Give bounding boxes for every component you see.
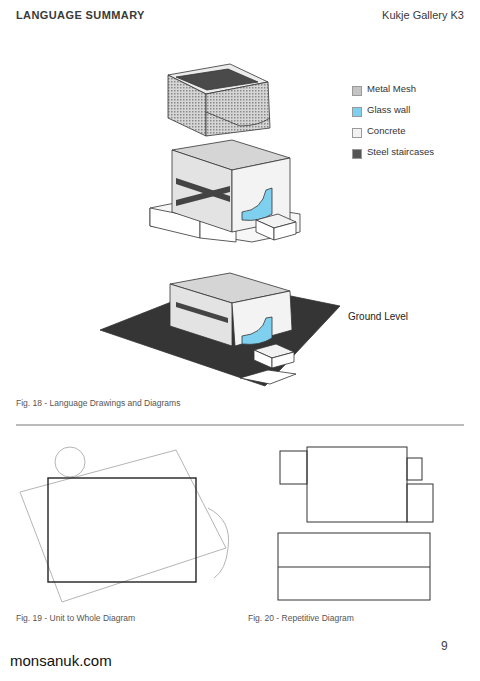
staircase-strut bbox=[176, 302, 228, 323]
repeat-rectangle bbox=[307, 447, 407, 522]
legend-label: Glass wall bbox=[367, 105, 410, 116]
repetitive-diagram bbox=[278, 447, 433, 600]
page-number: 9 bbox=[441, 640, 448, 654]
block-left-face bbox=[172, 150, 232, 232]
small-volume-face bbox=[274, 222, 296, 240]
legend-swatch bbox=[352, 128, 362, 138]
ground-level-assembly bbox=[100, 273, 340, 386]
figure-caption: Fig. 20 - Repetitive Diagram bbox=[248, 614, 354, 624]
block-right-face bbox=[232, 291, 292, 346]
mesh-right-face bbox=[206, 82, 270, 136]
divider-line bbox=[16, 425, 464, 426]
mesh-roof-piece bbox=[168, 64, 270, 136]
mesh-cut-line bbox=[206, 112, 270, 126]
glass-wall bbox=[242, 317, 272, 344]
concrete-below bbox=[240, 370, 296, 384]
mesh-left-face bbox=[168, 75, 206, 136]
curved-outline bbox=[208, 508, 229, 578]
circle-outline bbox=[55, 447, 85, 477]
unit-rectangle bbox=[48, 478, 196, 582]
legend-swatch bbox=[352, 86, 362, 96]
repeat-rectangle bbox=[407, 458, 422, 480]
watermark: monsanuk.com bbox=[10, 652, 112, 669]
glass-wall bbox=[242, 188, 272, 220]
repeat-rectangle bbox=[278, 533, 430, 600]
repeat-division bbox=[278, 567, 430, 568]
staircase-strut bbox=[176, 186, 230, 206]
small-volume-face bbox=[272, 352, 294, 368]
block-left-face bbox=[170, 284, 232, 346]
legend-label: Metal Mesh bbox=[367, 84, 416, 95]
legend-label: Concrete bbox=[367, 126, 406, 137]
small-volume-face bbox=[256, 220, 274, 240]
legend-label: Steel staircases bbox=[367, 147, 434, 158]
repeat-rectangle bbox=[280, 451, 307, 484]
page-heading: LANGUAGE SUMMARY bbox=[16, 9, 145, 22]
project-name: Kukje Gallery K3 bbox=[382, 9, 464, 22]
small-volume-face bbox=[254, 350, 272, 368]
rotated-outline bbox=[20, 450, 226, 602]
repeat-rectangle bbox=[407, 484, 433, 522]
figure-caption: Fig. 19 - Unit to Whole Diagram bbox=[16, 614, 135, 624]
legend-swatch bbox=[352, 149, 362, 159]
figure-caption: Fig. 18 - Language Drawings and Diagrams bbox=[16, 399, 180, 409]
building-block-middle bbox=[150, 140, 300, 242]
unit-to-whole-diagram bbox=[20, 447, 229, 602]
ground-level-label: Ground Level bbox=[346, 311, 410, 323]
legend-swatch bbox=[352, 107, 362, 117]
